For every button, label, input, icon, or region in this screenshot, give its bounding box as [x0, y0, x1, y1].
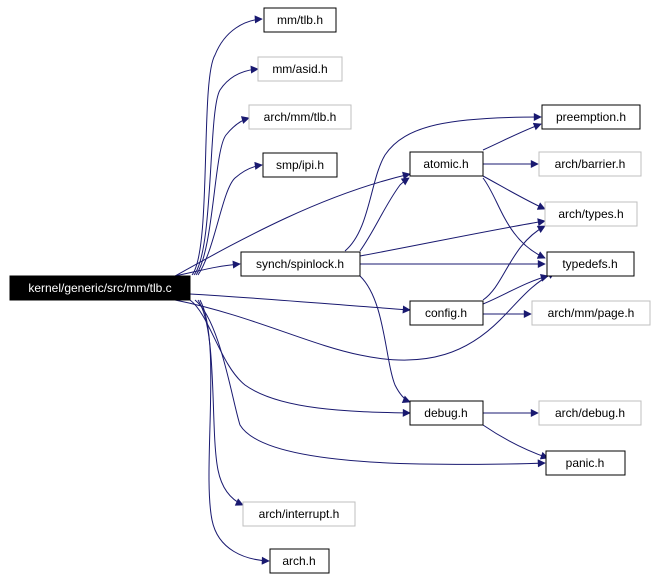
edge-root-arch [199, 299, 270, 565]
edges [174, 15, 556, 565]
edge-atomic-preemption [482, 122, 542, 151]
node-arch-mm-page: arch/mm/page.h [531, 300, 651, 326]
node-arch-types: arch/types.h [544, 201, 638, 227]
edge-atomic-arch-types [482, 175, 546, 210]
node-typedefs[interactable]: typedefs.h [546, 251, 635, 277]
node-smp-ipi[interactable]: smp/ipi.h [262, 152, 338, 178]
node-synch-spinlock[interactable]: synch/spinlock.h [240, 251, 361, 277]
edge-root-spinlock [174, 260, 241, 277]
node-debug-label: debug.h [424, 406, 467, 420]
node-arch-mm-tlb-label: arch/mm/tlb.h [264, 110, 337, 124]
edge-root-arch-interrupt [197, 299, 244, 506]
node-arch-barrier: arch/barrier.h [538, 151, 642, 177]
edge-root-debug [189, 299, 411, 417]
edge-root-smp-ipi [197, 161, 263, 276]
edge-config-typedefs [482, 273, 549, 305]
node-typedefs-label: typedefs.h [562, 257, 617, 271]
node-config-label: config.h [425, 306, 467, 320]
node-synch-spinlock-label: synch/spinlock.h [256, 257, 344, 271]
node-preemption-label: preemption.h [556, 110, 626, 124]
edge-root-mm-tlb [191, 15, 263, 276]
node-mm-asid: mm/asid.h [257, 56, 343, 82]
edge-root-atomic [174, 171, 411, 277]
node-arch-mm-page-label: arch/mm/page.h [548, 306, 635, 320]
edge-root-mm-asid [193, 65, 259, 276]
node-arch-label: arch.h [282, 554, 315, 568]
node-arch-debug-label: arch/debug.h [555, 406, 625, 420]
node-arch-barrier-label: arch/barrier.h [555, 157, 626, 171]
node-arch-mm-tlb: arch/mm/tlb.h [248, 104, 352, 130]
edge-spinlock-preemption [344, 113, 542, 252]
node-mm-tlb-label: mm/tlb.h [277, 13, 323, 27]
node-panic-label: panic.h [566, 456, 605, 470]
node-config[interactable]: config.h [409, 300, 484, 326]
node-preemption[interactable]: preemption.h [541, 104, 641, 130]
node-root-label: kernel/generic/src/mm/tlb.c [28, 281, 171, 295]
node-root[interactable]: kernel/generic/src/mm/tlb.c [9, 275, 191, 301]
node-atomic-label: atomic.h [423, 157, 468, 171]
node-panic[interactable]: panic.h [545, 450, 626, 476]
edge-config-arch-types [482, 225, 546, 301]
edge-atomic-typedefs [482, 177, 546, 259]
node-smp-ipi-label: smp/ipi.h [276, 158, 324, 172]
edge-root-config [189, 293, 411, 314]
node-arch-interrupt: arch/interrupt.h [242, 501, 356, 527]
edge-root-panic [194, 299, 546, 468]
node-arch-types-label: arch/types.h [558, 207, 623, 221]
node-arch[interactable]: arch.h [269, 548, 330, 574]
edge-debug-panic [482, 424, 549, 460]
node-arch-interrupt-label: arch/interrupt.h [259, 507, 340, 521]
edge-root-arch-mm-tlb [195, 116, 250, 276]
edge-spinlock-arch-types [359, 218, 546, 257]
node-mm-tlb[interactable]: mm/tlb.h [263, 7, 337, 33]
node-atomic[interactable]: atomic.h [409, 151, 484, 177]
edge-spinlock-atomic [359, 177, 410, 252]
node-arch-debug: arch/debug.h [538, 400, 642, 426]
node-mm-asid-label: mm/asid.h [272, 62, 327, 76]
edge-spinlock-debug [359, 275, 411, 404]
edge-root-typedefs [174, 271, 556, 361]
node-debug[interactable]: debug.h [409, 400, 484, 426]
